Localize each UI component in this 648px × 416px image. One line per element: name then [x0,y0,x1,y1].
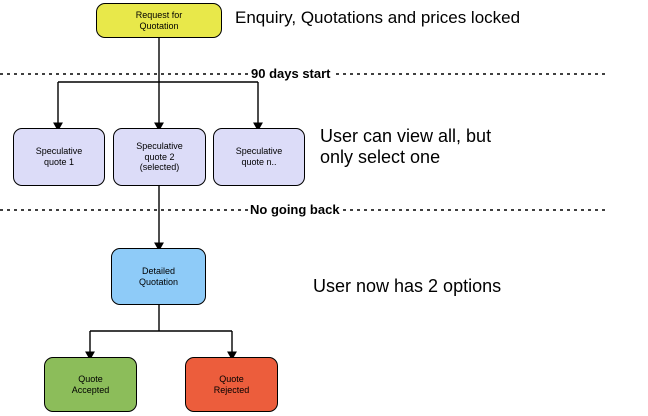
node-speculative-quote-n[interactable]: Speculative quote n.. [213,128,305,186]
annotation-two-options-note: User now has 2 options [313,276,502,296]
annotation-enquiry-note: Enquiry, Quotations and prices locked [235,8,521,27]
node-request-for-quotation[interactable]: Request for Quotation [96,3,222,38]
node-speculative-quote-1[interactable]: Speculative quote 1 [13,128,105,186]
node-label: Request for Quotation [135,9,183,31]
node-detailed-quotation[interactable]: Detailed Quotation [111,248,206,305]
node-quote-rejected[interactable]: Quote Rejected [185,357,278,412]
node-speculative-quote-2[interactable]: Speculative quote 2 (selected) [113,128,206,186]
connector-detailed-split [90,305,232,332]
node-label: Speculative quote 1 [35,146,83,167]
node-label: Detailed Quotation [138,265,179,287]
node-label: Quote Accepted [71,373,110,395]
divider-label-no-going-back: No going back [248,202,342,217]
node-label: Quote Rejected [213,373,250,395]
divider-label-90-days-start: 90 days start [249,66,333,81]
node-quote-accepted[interactable]: Quote Accepted [44,357,137,412]
node-label: Speculative quote n.. [235,146,283,167]
annotation-view-all-note: User can view all, but only select one [320,126,492,168]
node-label: Speculative quote 2 (selected) [136,140,183,173]
